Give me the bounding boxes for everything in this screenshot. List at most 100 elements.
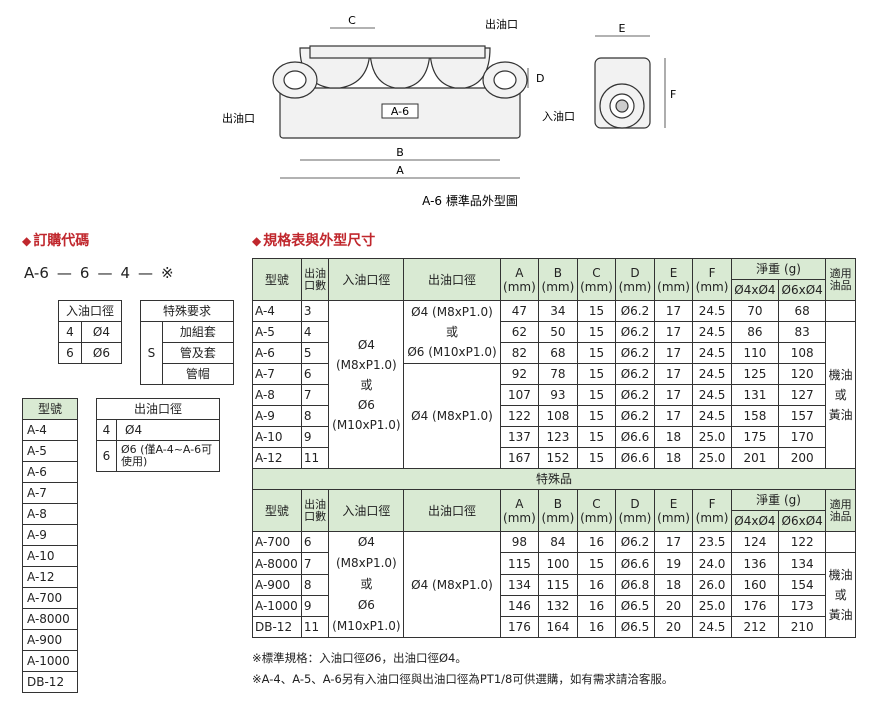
table-cell: Ø6.5 bbox=[615, 595, 655, 617]
table-cell: Ø6.5 bbox=[615, 616, 655, 638]
table-cell: 170 bbox=[778, 426, 827, 448]
table-cell: 18 bbox=[653, 426, 694, 448]
table-cell: 200 bbox=[778, 447, 827, 469]
dim-D: D bbox=[536, 72, 544, 85]
dim-A: A bbox=[396, 164, 404, 177]
standard-drawing: A-6 A B C D E F 出油口 出油口 入油口 A-6 標準品外型圖 bbox=[222, 14, 676, 208]
col-E: E(mm) bbox=[653, 258, 694, 301]
cell-line: Ø4 bbox=[357, 535, 375, 549]
table-cell: 24.5 bbox=[692, 342, 732, 364]
table-cell: A-6 bbox=[252, 342, 302, 364]
cell-line: 機油 bbox=[828, 368, 853, 382]
table-cell: A-10 bbox=[252, 426, 302, 448]
table-cell: 20 bbox=[653, 616, 694, 638]
inlet-box-header: 入油口徑 bbox=[58, 300, 122, 322]
model-list-item: A-900 bbox=[22, 629, 78, 651]
cell-line: Ø6 (M10xP1.0) bbox=[407, 345, 497, 359]
table-cell: 24.0 bbox=[692, 552, 732, 575]
table-cell: 24.5 bbox=[692, 363, 732, 385]
col-A: A(mm) bbox=[499, 489, 540, 532]
diamond-icon: ◆ bbox=[252, 234, 262, 248]
table-cell: 146 bbox=[499, 595, 540, 617]
cell-line: Ø6 bbox=[357, 397, 375, 412]
col-oil: 適用油品 bbox=[825, 258, 856, 301]
model-list-item: A-12 bbox=[22, 566, 78, 588]
table-cell: 16 bbox=[576, 574, 617, 596]
model-list-item: A-1000 bbox=[22, 650, 78, 672]
special-label: 特殊品 bbox=[252, 468, 856, 490]
table-cell: 17 bbox=[653, 531, 694, 553]
table-cell: 157 bbox=[778, 405, 827, 427]
table-cell: Ø6.2 bbox=[615, 363, 655, 385]
table-cell: 175 bbox=[730, 426, 780, 448]
table-cell: 132 bbox=[538, 595, 578, 617]
dim-C: C bbox=[348, 14, 356, 27]
table-cell: 15 bbox=[576, 426, 617, 448]
table-cell: Ø6.6 bbox=[615, 426, 655, 448]
table-cell: 131 bbox=[730, 384, 780, 406]
col-C: C(mm) bbox=[576, 258, 617, 301]
table-cell: 86 bbox=[730, 321, 780, 343]
table-cell: 9 bbox=[300, 595, 330, 617]
code-special: ※ bbox=[160, 264, 174, 282]
table-cell: 17 bbox=[653, 384, 694, 406]
table-cell: 107 bbox=[499, 384, 540, 406]
table-cell: 24.5 bbox=[692, 405, 732, 427]
table-cell: 108 bbox=[778, 342, 827, 364]
outlet-cell: Ø4 (M8xP1.0) bbox=[403, 531, 501, 638]
col-B: B(mm) bbox=[538, 489, 578, 532]
model-list-item: A-6 bbox=[22, 461, 78, 483]
model-list-item: A-700 bbox=[22, 587, 78, 609]
table-cell: Ø6.2 bbox=[615, 321, 655, 343]
cell-line: 機油 bbox=[828, 568, 853, 582]
table-cell: 24.5 bbox=[692, 384, 732, 406]
table-cell: 7 bbox=[300, 552, 330, 575]
col-F: F(mm) bbox=[692, 489, 732, 532]
table-cell: 134 bbox=[778, 552, 827, 575]
table-cell: 136 bbox=[730, 552, 780, 575]
table-cell: 176 bbox=[730, 595, 780, 617]
table-cell: A-8 bbox=[252, 384, 302, 406]
code-model: A-6 bbox=[24, 264, 49, 282]
diamond-icon: ◆ bbox=[22, 234, 32, 248]
table-cell: Ø6.2 bbox=[615, 405, 655, 427]
table-cell: 15 bbox=[576, 405, 617, 427]
table-cell: 108 bbox=[538, 405, 578, 427]
table-cell: 68 bbox=[778, 300, 827, 322]
table-cell: 100 bbox=[538, 552, 578, 575]
table-cell: Ø6.6 bbox=[615, 552, 655, 575]
table-cell: 83 bbox=[778, 321, 827, 343]
table-cell: 8 bbox=[300, 574, 330, 596]
table-cell: 152 bbox=[538, 447, 578, 469]
col-model: 型號 bbox=[252, 489, 302, 532]
table-cell: 164 bbox=[538, 616, 578, 638]
cell-line: Ø4 bbox=[357, 337, 375, 352]
model-list-item: A-7 bbox=[22, 482, 78, 504]
col-outlets: 出油口數 bbox=[300, 258, 330, 301]
col-F: F(mm) bbox=[692, 258, 732, 301]
table-cell: 17 bbox=[653, 405, 694, 427]
table-cell: A-4 bbox=[252, 300, 302, 322]
table-cell: 4 bbox=[300, 321, 330, 343]
table-cell: 167 bbox=[499, 447, 540, 469]
table-cell: A-900 bbox=[252, 574, 302, 596]
code-outlet: 4 bbox=[120, 264, 130, 282]
table-cell: 23.5 bbox=[692, 531, 732, 553]
table-cell: 93 bbox=[538, 384, 578, 406]
table-cell: 18 bbox=[653, 447, 694, 469]
table-cell: 9 bbox=[300, 426, 330, 448]
table-cell: 154 bbox=[778, 574, 827, 596]
table-cell: 201 bbox=[730, 447, 780, 469]
dim-E: E bbox=[619, 22, 626, 35]
table-cell: 25.0 bbox=[692, 595, 732, 617]
table-cell: 158 bbox=[730, 405, 780, 427]
table-cell: 115 bbox=[538, 574, 578, 596]
cell-line: 黃油 bbox=[828, 408, 853, 422]
model-list-item: A-8 bbox=[22, 503, 78, 525]
spec-section-title: ◆規格表與外型尺寸 bbox=[252, 233, 376, 249]
table-cell: 25.0 bbox=[692, 447, 732, 469]
table-cell: 160 bbox=[730, 574, 780, 596]
